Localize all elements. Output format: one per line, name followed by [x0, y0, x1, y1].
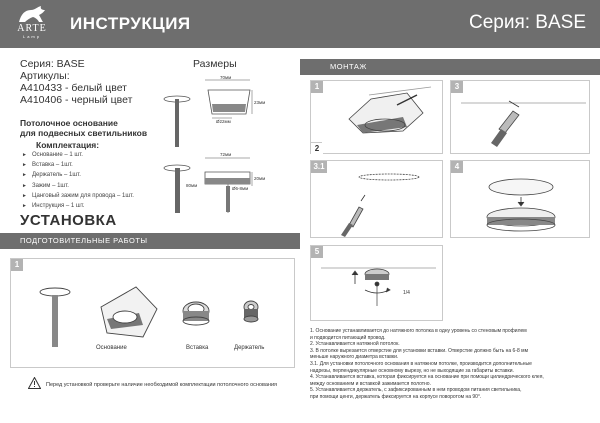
- step-number: 3: [451, 81, 463, 93]
- lion-emblem-icon: [19, 6, 45, 22]
- article-black: A410406 - черный цвет: [20, 94, 133, 106]
- mounting-bar: МОНТАЖ: [300, 59, 600, 75]
- svg-text:80мм: 80мм: [186, 183, 197, 188]
- step-4-illustration: [486, 178, 556, 232]
- step-1-illustration: [348, 86, 432, 134]
- dimension-drawing: 70мм 23мм Ø22мм 72мм 20мм 80мм Ø6-8мм: [163, 75, 265, 214]
- note-line: 4. Устанавливается вставка, которая фикс…: [310, 374, 544, 381]
- document-title: ИНСТРУКЦИЯ: [70, 14, 191, 33]
- note-line: меньше наружного диаметра вставки.: [310, 354, 399, 361]
- step-panel-3: 3: [450, 80, 590, 154]
- step-number: 2: [311, 143, 323, 155]
- brand-logo: ARTE Lamp: [6, 4, 58, 44]
- product-meta: Серия: BASE Артикулы: A410433 - белый цв…: [20, 58, 132, 106]
- part-insert-label: Вставка: [186, 345, 209, 351]
- mounting-label: МОНТАЖ: [330, 62, 367, 71]
- note-line: 3.1. Для установки потолочного основания…: [310, 360, 532, 367]
- warning-text: Перед установкой проверьте наличие необх…: [46, 382, 277, 388]
- kit-item: Держатель – 1шт.: [22, 170, 134, 180]
- mounting-notes: 1. Основание устанавливается до натяжног…: [310, 328, 592, 401]
- parts-panel: 1 Основание Вставка Держатель: [10, 258, 295, 368]
- description-line-1: Потолочное основание: [20, 118, 118, 128]
- brand-name: ARTE: [17, 23, 47, 34]
- kit-item: Вставка – 1шт.: [22, 160, 134, 170]
- panel-number: 1: [11, 259, 23, 271]
- step-5-illustration: [321, 267, 436, 306]
- sizes-title: Размеры: [193, 58, 237, 70]
- kit-item: Цанговый зажим для провода – 1шт.: [22, 191, 134, 201]
- note-line: 1. Основание устанавливается до натяжног…: [310, 328, 527, 334]
- svg-text:23мм: 23мм: [254, 100, 265, 105]
- kit-title: Комплектация:: [36, 140, 100, 150]
- svg-text:20мм: 20мм: [254, 176, 265, 181]
- note-line: 2. Устанавливается натяжной потолок.: [310, 341, 400, 348]
- step-number: 3.1: [311, 161, 327, 173]
- step-panel-4: 4: [450, 160, 590, 238]
- step-panel-2: 2: [310, 142, 323, 155]
- note-line: 5. Устанавливается держатель, с зафиксир…: [310, 387, 522, 394]
- brand-sub: Lamp: [22, 34, 41, 39]
- part-base-label: Основание: [96, 345, 127, 351]
- part-holder-label: Держатель: [234, 345, 265, 351]
- installation-title: УСТАНОВКА: [20, 212, 117, 229]
- step-panel-1: 1: [310, 80, 443, 154]
- note-line: и подводится питающий провод.: [310, 334, 386, 341]
- description-line-2: для подвесных светильников: [20, 128, 148, 138]
- prep-works-label: ПОДГОТОВИТЕЛЬНЫЕ РАБОТЫ: [20, 236, 148, 245]
- svg-text:72мм: 72мм: [220, 152, 231, 157]
- kit-item: Зажим – 1шт.: [22, 181, 134, 191]
- kit-list: Основание – 1 шт. Вставка – 1шт. Держате…: [22, 150, 134, 211]
- svg-text:70мм: 70мм: [220, 75, 231, 80]
- note-line: при помощи ценги, держатель фиксируется …: [310, 393, 482, 400]
- product-description: Потолочное основание для подвесных свети…: [20, 118, 147, 138]
- parts-illustration: [39, 286, 259, 347]
- step-number: 1: [311, 81, 323, 93]
- step-3-illustration: [461, 100, 586, 147]
- rotation-label: 1/4: [403, 290, 410, 296]
- header-bar: ARTE Lamp ИНСТРУКЦИЯ Серия: BASE: [0, 0, 600, 48]
- svg-text:Ø22мм: Ø22мм: [216, 119, 231, 124]
- step-3-1-illustration: [341, 173, 420, 237]
- prep-works-bar: ПОДГОТОВИТЕЛЬНЫЕ РАБОТЫ: [0, 233, 300, 249]
- step-number: 5: [311, 246, 323, 258]
- kit-item: Инструкция – 1 шт.: [22, 201, 134, 211]
- step-number: 4: [451, 161, 463, 173]
- note-line: между основанием и вставкой зажимается п…: [310, 380, 431, 387]
- articles-label: Артикулы:: [20, 70, 70, 82]
- warning-icon: [28, 377, 41, 389]
- svg-text:Ø6-8мм: Ø6-8мм: [232, 186, 248, 191]
- step-panel-5: 5 1/4: [310, 245, 443, 321]
- step-panel-3-1: 3.1: [310, 160, 443, 238]
- product-series: Серия: BASE: [20, 58, 85, 70]
- kit-item: Основание – 1 шт.: [22, 150, 134, 160]
- note-line: надрезы, перпендикулярные основному выре…: [310, 367, 514, 374]
- article-white: A410433 - белый цвет: [20, 82, 127, 94]
- note-line: 3. В потолке вырезается отверстие для ус…: [310, 347, 529, 354]
- series-title: Серия: BASE: [468, 12, 586, 33]
